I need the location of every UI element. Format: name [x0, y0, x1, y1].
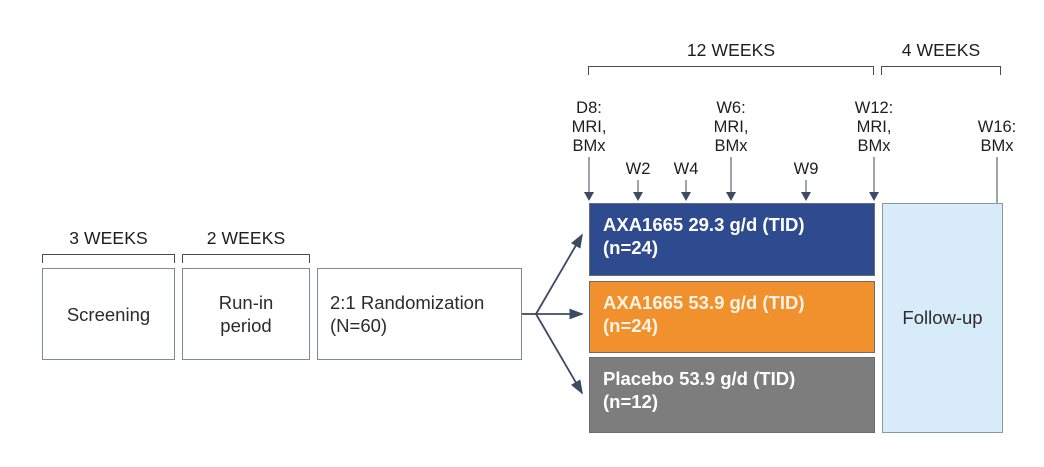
bracket-screening-period: [42, 254, 175, 263]
visit-arrow-shaft: [685, 180, 687, 193]
stage-label-screening: Screening: [66, 303, 151, 325]
visit-label-line: BMx: [714, 137, 748, 155]
visit-arrow-head: [681, 192, 691, 201]
visit-arrow-shaft: [805, 180, 807, 193]
visit-label-w12: W12: MRI, BMx: [855, 99, 894, 156]
arm-label-line1: Placebo 53.9 g/d (TID): [603, 368, 796, 389]
visit-label-line: W16:: [977, 118, 1017, 136]
visit-label-line: W12:: [854, 99, 894, 117]
stage-label-run-in: Run-in period: [219, 291, 274, 337]
visit-label-line: MRI,: [856, 118, 892, 136]
stage-box-screening[interactable]: Screening: [42, 268, 175, 360]
visit-arrow-shaft: [588, 157, 590, 193]
visit-label-w6: W6: MRI, BMx: [714, 99, 749, 156]
visit-label-d8: D8: MRI, BMx: [572, 99, 607, 156]
stage-box-randomization[interactable]: 2:1 Randomization (N=60): [317, 268, 522, 360]
visit-arrow-head: [801, 192, 811, 201]
period-label-treatment: 12 WEEKS: [686, 40, 776, 60]
arm-label-line2: (n=24): [603, 237, 659, 258]
stage-label-line2: period: [220, 315, 272, 336]
visit-arrow-shaft: [730, 157, 732, 193]
visit-label-line: D8:: [576, 99, 602, 117]
stage-label-randomization: 2:1 Randomization (N=60): [330, 291, 484, 337]
visit-arrow-head: [869, 192, 879, 201]
visit-label-line: W6:: [716, 99, 746, 117]
visit-label-w4: W4: [674, 160, 699, 179]
stage-label-line1: Run-in: [218, 292, 274, 313]
arm-label-line1: AXA1665 53.9 g/d (TID): [603, 292, 805, 313]
visit-arrow-head: [726, 192, 736, 201]
visit-arrow-shaft: [637, 180, 639, 193]
visit-arrow-shaft: [996, 157, 998, 211]
stage-box-run-in[interactable]: Run-in period: [182, 268, 310, 360]
period-label-followup: 4 WEEKS: [901, 40, 981, 60]
arm-box-axa-high[interactable]: AXA1665 53.9 g/d (TID) (n=24): [589, 281, 875, 353]
visit-label-w2: W2: [626, 160, 651, 179]
visit-label-line: MRI,: [713, 118, 749, 136]
bracket-runin-period: [182, 254, 310, 263]
arm-label-line2: (n=12): [603, 391, 659, 412]
visit-label-line: W9: [793, 160, 819, 178]
period-label-screening: 3 WEEKS: [69, 228, 148, 248]
arm-box-placebo[interactable]: Placebo 53.9 g/d (TID) (n=12): [589, 357, 875, 433]
visit-label-w16: W16: BMx: [978, 118, 1017, 156]
bracket-followup-period: [881, 66, 1001, 75]
visit-arrow-head: [633, 192, 643, 201]
arm-label-line1: AXA1665 29.3 g/d (TID): [603, 214, 805, 235]
visit-label-line: W4: [673, 160, 699, 178]
visit-arrow-shaft: [873, 157, 875, 193]
stage-label-line2: (N=60): [330, 315, 388, 336]
visit-label-line: BMx: [572, 137, 606, 155]
arm-label-line2: (n=24): [603, 315, 659, 336]
visit-label-w9: W9: [794, 160, 819, 179]
period-label-runin: 2 WEEKS: [206, 228, 286, 248]
bracket-treatment-period: [588, 66, 874, 75]
visit-label-line: W2: [625, 160, 651, 178]
stage-label-line1: 2:1 Randomization: [330, 292, 485, 313]
arm-box-axa-low[interactable]: AXA1665 29.3 g/d (TID) (n=24): [589, 203, 875, 276]
visit-label-line: BMx: [857, 137, 891, 155]
followup-label: Follow-up: [902, 307, 983, 328]
connector-to-axa-low: [535, 233, 583, 315]
visit-label-line: MRI,: [571, 118, 607, 136]
connector-to-placebo: [535, 313, 583, 395]
followup-box[interactable]: Follow-up: [882, 203, 1003, 433]
visit-label-line: BMx: [980, 137, 1014, 155]
visit-arrow-head: [584, 192, 594, 201]
